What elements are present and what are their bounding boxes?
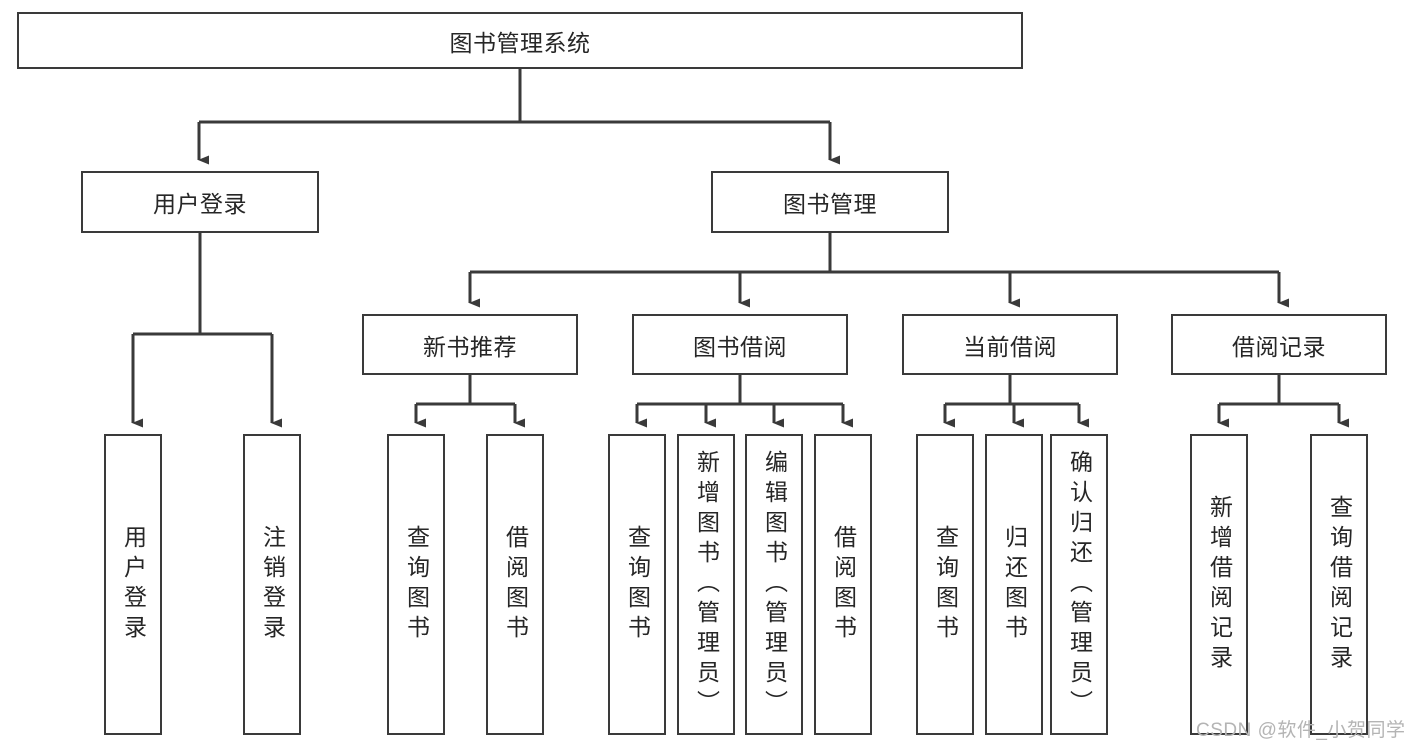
node-label: 借阅图书 (830, 524, 857, 645)
node-label: 确认归还（管理员） (1066, 449, 1093, 720)
node-leaf-user-login[interactable]: 用户登录 (104, 434, 162, 735)
node-label: 注销登录 (259, 524, 286, 645)
node-label: 查询借阅记录 (1326, 494, 1353, 675)
node-current-borrow[interactable]: 当前借阅 (902, 314, 1118, 375)
node-label: 新增图书（管理员） (693, 449, 720, 720)
node-leaf-borrow-book-1[interactable]: 借阅图书 (486, 434, 544, 735)
node-leaf-query-book-3[interactable]: 查询图书 (916, 434, 974, 735)
node-label: 图书管理系统 (449, 29, 591, 56)
csdn-watermark: CSDN @软件_小贺同学 (1196, 720, 1405, 741)
node-leaf-borrow-book-2[interactable]: 借阅图书 (814, 434, 872, 735)
node-label: 图书管理 (783, 191, 877, 217)
node-leaf-query-book-2[interactable]: 查询图书 (608, 434, 666, 735)
node-leaf-query-book-1[interactable]: 查询图书 (387, 434, 445, 735)
node-label: 图书借阅 (693, 333, 787, 360)
node-label: 当前借阅 (963, 333, 1057, 360)
node-label: 查询图书 (403, 524, 430, 645)
node-leaf-add-record[interactable]: 新增借阅记录 (1190, 434, 1248, 735)
node-leaf-logout[interactable]: 注销登录 (243, 434, 301, 735)
node-new-book-recommend[interactable]: 新书推荐 (362, 314, 578, 375)
node-leaf-query-record[interactable]: 查询借阅记录 (1310, 434, 1368, 735)
node-label: 新增借阅记录 (1206, 494, 1233, 675)
node-borrow-record[interactable]: 借阅记录 (1171, 314, 1387, 375)
node-label: 编辑图书（管理员） (761, 449, 788, 720)
node-label: 借阅记录 (1232, 333, 1326, 360)
node-user-login[interactable]: 用户登录 (81, 171, 319, 233)
node-label: 归还图书 (1001, 524, 1028, 645)
node-label: 用户登录 (153, 191, 247, 217)
node-book-borrow[interactable]: 图书借阅 (632, 314, 848, 375)
node-label: 查询图书 (932, 524, 959, 645)
node-label: 用户登录 (120, 524, 147, 645)
node-label: 查询图书 (624, 524, 651, 645)
node-root[interactable]: 图书管理系统 (17, 12, 1023, 69)
node-leaf-confirm-return[interactable]: 确认归还（管理员） (1050, 434, 1108, 735)
node-leaf-add-book[interactable]: 新增图书（管理员） (677, 434, 735, 735)
node-book-manage[interactable]: 图书管理 (711, 171, 949, 233)
node-label: 借阅图书 (502, 524, 529, 645)
node-leaf-edit-book[interactable]: 编辑图书（管理员） (745, 434, 803, 735)
node-leaf-return-book[interactable]: 归还图书 (985, 434, 1043, 735)
node-label: 新书推荐 (423, 333, 517, 360)
